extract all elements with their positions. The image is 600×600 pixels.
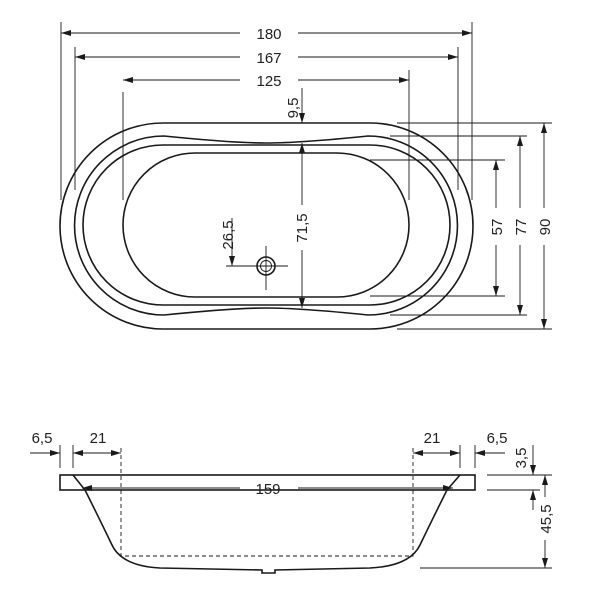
svg-text:3,5: 3,5 [513, 448, 530, 469]
svg-text:167: 167 [256, 50, 281, 67]
dim-rim-width: 77 [513, 136, 530, 315]
outer-rim-outline [59, 122, 474, 330]
dim-basin-length: 125 [122, 70, 410, 200]
dim-right-slope: 21 [413, 430, 476, 468]
dim-right-rim: 6,5 [475, 430, 508, 456]
dim-left-slope: 21 [73, 430, 121, 456]
svg-text:57: 57 [489, 219, 506, 236]
svg-text:45,5: 45,5 [538, 504, 555, 533]
dim-bottom-length: 159 [82, 481, 453, 498]
top-view: 180 167 125 9,5 71,5 26,5 [59, 22, 554, 330]
dim-rim-offset: 9,5 [285, 88, 305, 123]
drain-icon [226, 246, 288, 290]
svg-text:125: 125 [256, 73, 281, 90]
dim-basin-width: 57 [489, 160, 506, 296]
dim-overall-width: 90 [537, 123, 554, 329]
dim-depth: 45,5 [538, 475, 555, 568]
svg-text:180: 180 [256, 26, 281, 43]
dim-rim-thickness: 3,5 [513, 445, 536, 510]
svg-text:71,5: 71,5 [294, 213, 311, 242]
svg-text:90: 90 [537, 219, 554, 236]
basin-edge-contour [82, 144, 451, 306]
side-view: 6,5 21 21 6,5 159 3,5 [30, 430, 555, 574]
svg-text:77: 77 [513, 219, 530, 236]
svg-text:9,5: 9,5 [285, 98, 302, 119]
svg-text:26,5: 26,5 [220, 220, 237, 249]
svg-text:21: 21 [424, 430, 441, 447]
dim-drain-offset: 26,5 [220, 218, 237, 266]
basin-hidden-line [120, 448, 414, 557]
dim-inner-width: 71,5 [294, 143, 311, 308]
rim-section [59, 474, 476, 491]
svg-text:159: 159 [255, 481, 280, 498]
svg-text:21: 21 [90, 430, 107, 447]
dim-left-rim: 6,5 [30, 430, 74, 468]
dim-overall-length: 180 [60, 22, 473, 200]
svg-text:6,5: 6,5 [32, 430, 53, 447]
svg-text:6,5: 6,5 [487, 430, 508, 447]
tub-body-profile [72, 474, 461, 574]
dim-rim-length: 167 [74, 47, 459, 190]
basin-outline [122, 152, 410, 298]
rim-inner-contour [73, 135, 459, 316]
